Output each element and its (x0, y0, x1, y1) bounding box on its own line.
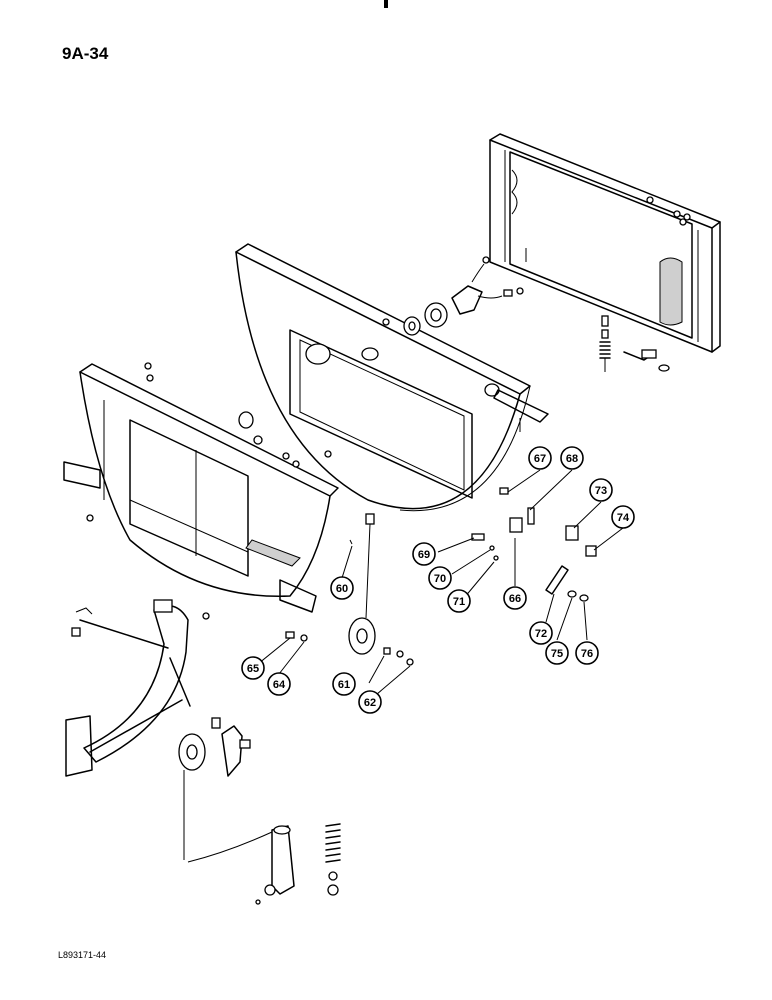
fan-shroud-panel (235, 243, 549, 512)
rear-frame-hardware (599, 315, 670, 372)
callout-66: 66 (503, 586, 527, 610)
callout-75: 75 (545, 641, 569, 665)
callout-71: 71 (447, 589, 471, 613)
callout-68-label: 68 (566, 453, 578, 465)
callout-64: 64 (267, 672, 291, 696)
callout-66-label: 66 (509, 593, 521, 605)
rear-frame (489, 133, 721, 353)
callout-69: 69 (412, 542, 436, 566)
callout-76-label: 76 (581, 648, 593, 660)
callout-70-label: 70 (434, 573, 446, 585)
callout-62: 62 (358, 690, 382, 714)
callout-60-label: 60 (336, 583, 348, 595)
callout-67-label: 67 (534, 453, 546, 465)
front-frame (63, 362, 339, 613)
callout-72-label: 72 (535, 628, 547, 640)
callout-68: 68 (560, 446, 584, 470)
page-code: 9A-34 (62, 44, 109, 63)
callout-61: 61 (332, 672, 356, 696)
top-edge-mark (384, 0, 388, 8)
pulleys (178, 513, 376, 860)
callout-73: 73 (589, 478, 613, 502)
callout-72: 72 (529, 621, 553, 645)
loose-fasteners (285, 487, 597, 666)
callout-65: 65 (241, 656, 265, 680)
callout-61-label: 61 (338, 679, 350, 691)
callout-64-label: 64 (273, 679, 286, 691)
callout-62-label: 62 (364, 697, 376, 709)
callout-60: 60 (330, 576, 354, 600)
callout-70: 70 (428, 566, 452, 590)
drawing-reference-code: L893171-44 (58, 950, 107, 960)
callout-75-label: 75 (551, 648, 563, 660)
callout-73-label: 73 (595, 485, 607, 497)
callout-74: 74 (611, 505, 635, 529)
tension-spring-assembly (187, 717, 341, 905)
leader-lines (252, 469, 624, 701)
callout-76: 76 (575, 641, 599, 665)
callout-74-label: 74 (617, 512, 630, 524)
callout-65-label: 65 (247, 663, 259, 675)
callout-71-label: 71 (453, 596, 465, 608)
hub-and-washer (403, 256, 524, 336)
callout-67: 67 (528, 446, 552, 470)
idler-arm-assembly (65, 599, 210, 777)
callout-69-label: 69 (418, 549, 430, 561)
